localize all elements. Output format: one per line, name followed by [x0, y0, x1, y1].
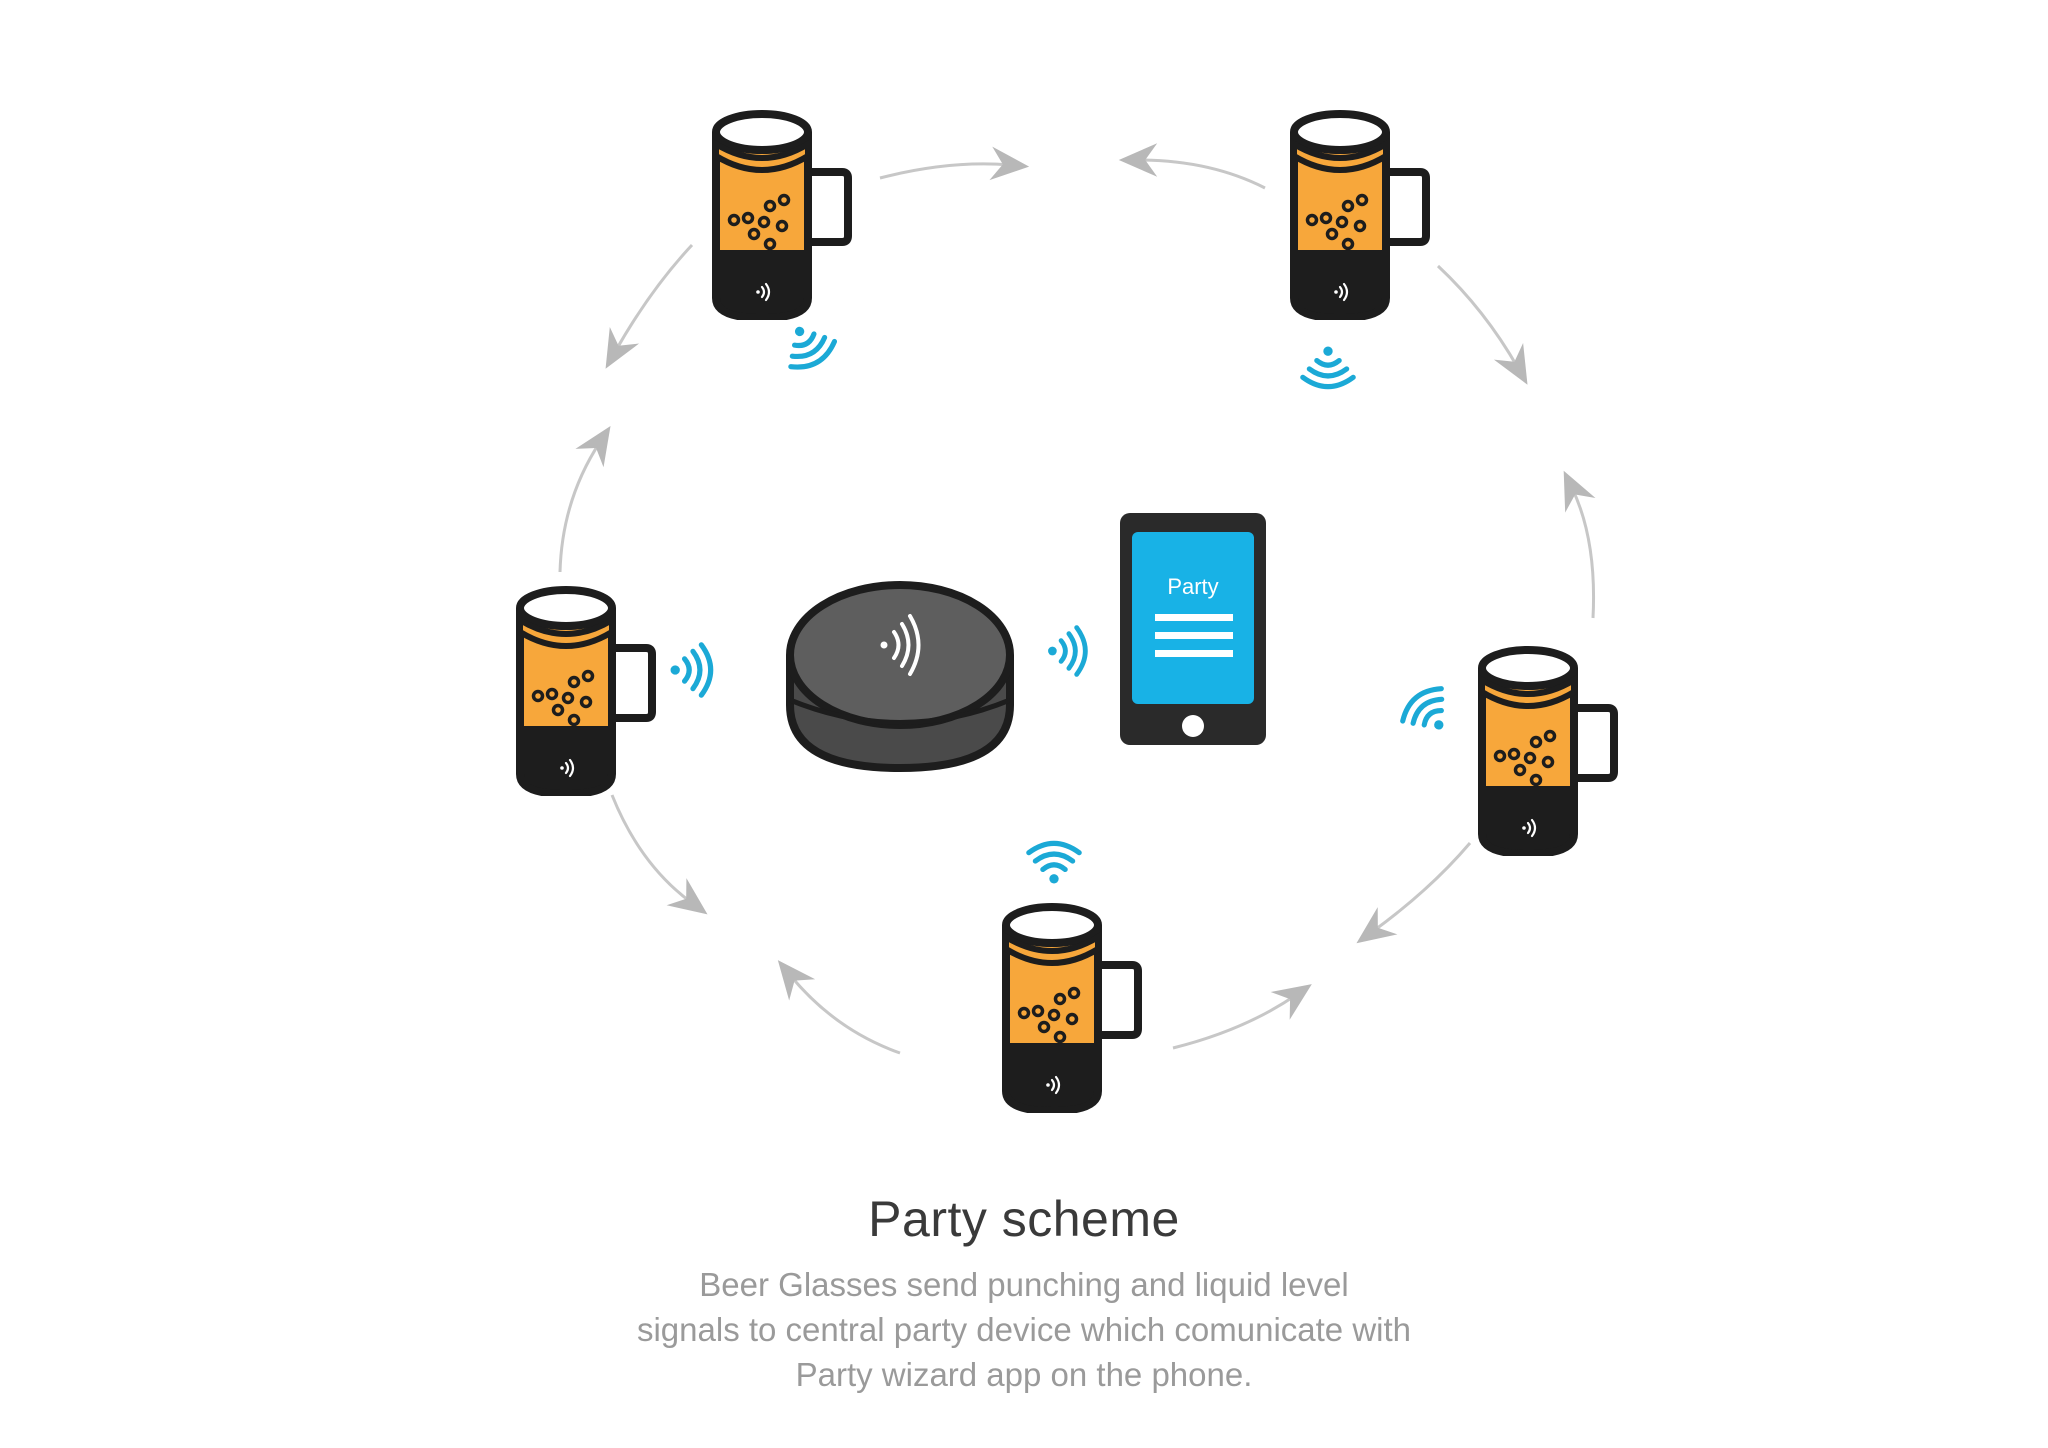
phone-home-button — [1182, 715, 1204, 737]
caption-title: Party scheme — [868, 1191, 1180, 1247]
caption-line: Party wizard app on the phone. — [795, 1356, 1253, 1393]
phone-menu-line — [1155, 650, 1233, 657]
flow-arrow — [1118, 143, 1266, 190]
beer-mug-icon — [1006, 907, 1138, 1111]
beer-mug-icon — [1482, 650, 1614, 854]
flow-arrow — [1436, 264, 1528, 385]
wireless-signal-icon — [1303, 347, 1353, 387]
flow-arrow — [1172, 984, 1312, 1050]
caption-description: Beer Glasses send punching and liquid le… — [0, 1262, 2048, 1397]
flow-arrow — [1356, 842, 1472, 944]
wireless-signal-icon — [775, 315, 839, 375]
flow-arrow — [558, 425, 611, 573]
flow-arrows — [558, 143, 1596, 1055]
flow-arrow — [777, 960, 901, 1055]
caption-line: Beer Glasses send punching and liquid le… — [699, 1266, 1349, 1303]
smartphone-icon: Party — [1120, 513, 1266, 745]
phone-menu-line — [1155, 614, 1233, 621]
caption-line: signals to central party device which co… — [636, 1311, 1412, 1348]
beer-mug-icon — [520, 590, 652, 794]
phone-menu-line — [1155, 632, 1233, 639]
beer-mug-icon — [1294, 114, 1426, 318]
hub-signal-icon — [880, 614, 921, 676]
party-hub-device-icon — [786, 581, 1014, 773]
wireless-signal-icon — [1048, 628, 1085, 675]
beer-mug-icon — [716, 114, 848, 318]
flow-arrow — [879, 146, 1030, 181]
wireless-signal-icon — [1397, 682, 1461, 745]
wireless-signal-icon — [671, 645, 711, 695]
flow-arrow — [610, 794, 708, 915]
wireless-signal-icon — [1029, 843, 1079, 883]
flow-arrow — [605, 243, 694, 369]
phone-screen-title: Party — [1167, 574, 1218, 599]
flow-arrow — [1563, 470, 1596, 619]
